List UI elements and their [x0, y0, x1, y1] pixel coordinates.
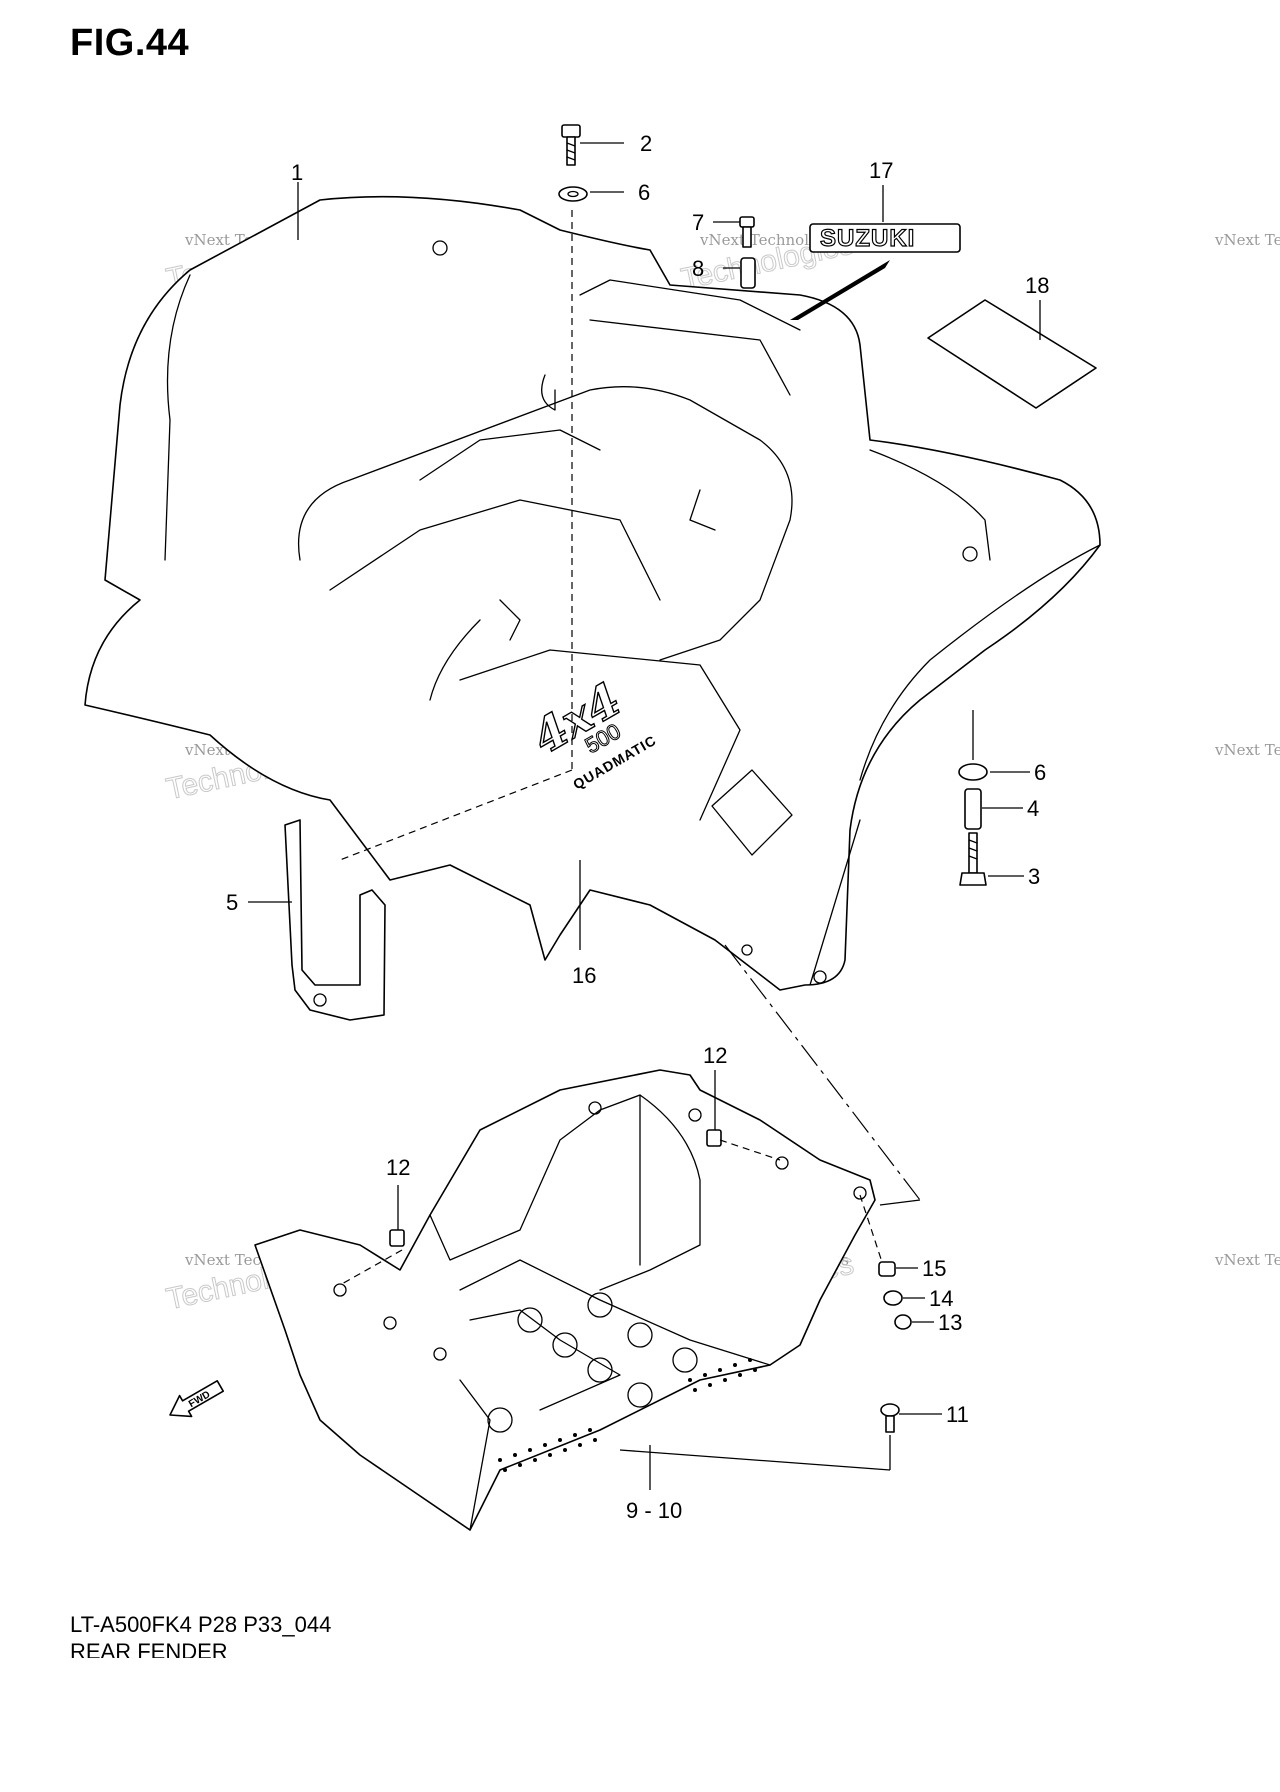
- callout-6-upper: 6: [638, 180, 650, 205]
- callout-2: 2: [640, 131, 652, 156]
- washer-part-14: [883, 1290, 903, 1306]
- fwd-label: FWD: [187, 1389, 212, 1410]
- screw-part-11: [880, 1403, 900, 1433]
- rear-fender-body: [84, 195, 1101, 991]
- collar-part-4: [964, 788, 982, 830]
- collar-part-15: [878, 1261, 896, 1277]
- model-code: LT-A500FK4 P28 P33_044: [70, 1612, 332, 1637]
- assembly-lines: [339, 210, 974, 1471]
- bolt-part-2: [561, 124, 581, 166]
- callout-4: 4: [1027, 796, 1039, 821]
- figure-title: FIG.44: [70, 22, 190, 64]
- callout-12-right: 12: [703, 1043, 727, 1068]
- stripe-decal: [790, 260, 890, 320]
- callout-17: 17: [869, 158, 893, 183]
- bracket-part-5: [284, 819, 386, 1021]
- suzuki-decal: SUZUKI: [809, 223, 961, 253]
- callout-3: 3: [1028, 864, 1040, 889]
- callout-13: 13: [938, 1310, 962, 1335]
- label-plate: [927, 299, 1097, 409]
- watermark-text: vNext Technologies: [1214, 741, 1280, 759]
- clip-part-12-left: [389, 1229, 405, 1247]
- fender-label-recess: [711, 769, 793, 856]
- callout-16: 16: [572, 963, 596, 988]
- callout-12-left: 12: [386, 1155, 410, 1180]
- callout-11: 11: [946, 1402, 969, 1427]
- clip-part-12-right: [706, 1129, 722, 1147]
- callout-18: 18: [1025, 273, 1049, 298]
- bolt-part-3: [959, 832, 987, 886]
- forward-direction-arrow: FWD: [169, 1380, 225, 1418]
- lower-fender-part-9-10: [254, 1069, 876, 1531]
- watermark-text: vNext Technologies: [1214, 1251, 1280, 1269]
- callout-8: 8: [692, 256, 704, 281]
- callout-15: 15: [922, 1256, 946, 1281]
- callout-6-lower: 6: [1034, 760, 1046, 785]
- collar-part-8: [740, 257, 756, 289]
- callouts: 1 2 6 7 8 17 18 6 4 3 5 16 12 12 15 14 1: [226, 131, 1049, 1523]
- callout-1: 1: [291, 160, 303, 185]
- suzuki-decal-text: SUZUKI: [820, 225, 915, 252]
- callout-14: 14: [929, 1286, 953, 1311]
- watermark-text: vNext Technologies: [1214, 231, 1280, 249]
- cushion-part-6-lower: [958, 763, 988, 781]
- callout-5: 5: [226, 890, 238, 915]
- assembly-name: REAR FENDER: [70, 1641, 228, 1658]
- callout-7: 7: [692, 210, 704, 235]
- screw-part-13: [894, 1314, 912, 1330]
- callout-9-10: 9 - 10: [626, 1498, 682, 1523]
- cushion-part-6-upper: [558, 186, 588, 202]
- fasteners: [389, 124, 988, 1433]
